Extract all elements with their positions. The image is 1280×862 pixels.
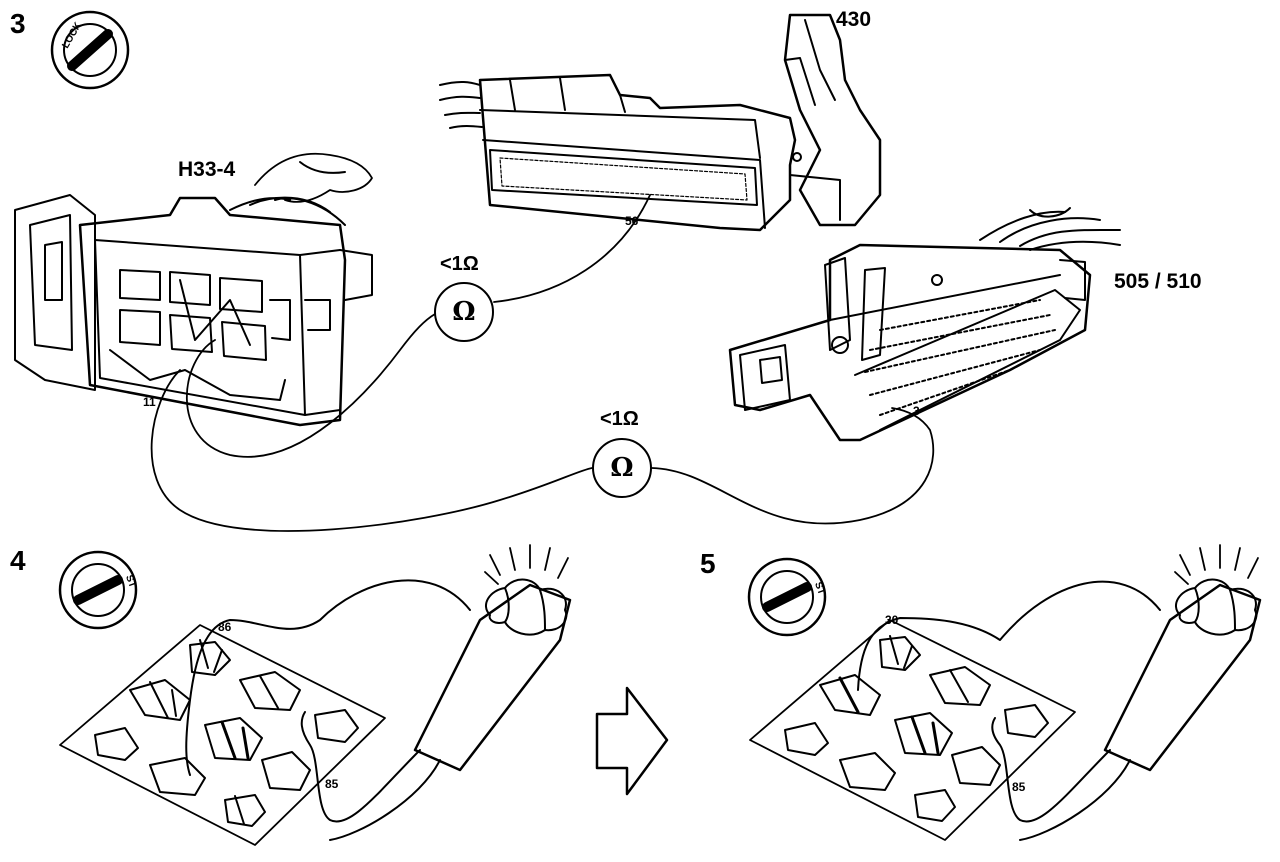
ignition-key-icon <box>50 10 130 90</box>
step-number-3: 3 <box>10 8 26 39</box>
ignition-key-icon <box>747 557 827 637</box>
ohmmeter-icon: Ω <box>592 438 652 498</box>
test-lamp-icon <box>185 544 572 841</box>
connector-505-510-drawing <box>728 207 1121 442</box>
connector-h33-4-drawing <box>14 152 373 427</box>
resistance-reading-lower: <1Ω <box>600 408 639 430</box>
ignition-key-icon <box>58 550 138 630</box>
pin-label-relay5-30: 30 <box>885 613 899 627</box>
test-leads-step3 <box>150 194 935 532</box>
connector-430-drawing <box>439 13 882 232</box>
resistance-reading-upper: <1Ω <box>440 253 479 275</box>
connector-label-h33-4: H33-4 <box>178 158 236 181</box>
pin-label-relay4-85: 85 <box>325 777 339 791</box>
pin-label-relay5-85: 85 <box>1012 780 1026 794</box>
arrow-right-icon <box>595 686 669 796</box>
ohmmeter-icon: Ω <box>434 282 494 342</box>
relay-socket-icon <box>59 624 386 846</box>
pin-label-h33-11: 11 <box>143 395 156 409</box>
step-number-5: 5 <box>700 548 716 579</box>
pin-label-430-56: 56 <box>625 214 639 228</box>
connector-label-505-510: 505 / 510 <box>1114 270 1202 293</box>
connector-label-430: 430 <box>836 8 872 31</box>
pin-label-505-3: 3 <box>913 404 920 418</box>
relay-socket-icon <box>749 619 1076 841</box>
step-number-4: 4 <box>10 545 26 576</box>
pin-label-relay4-86: 86 <box>218 620 232 634</box>
test-lamp-icon <box>857 544 1262 841</box>
